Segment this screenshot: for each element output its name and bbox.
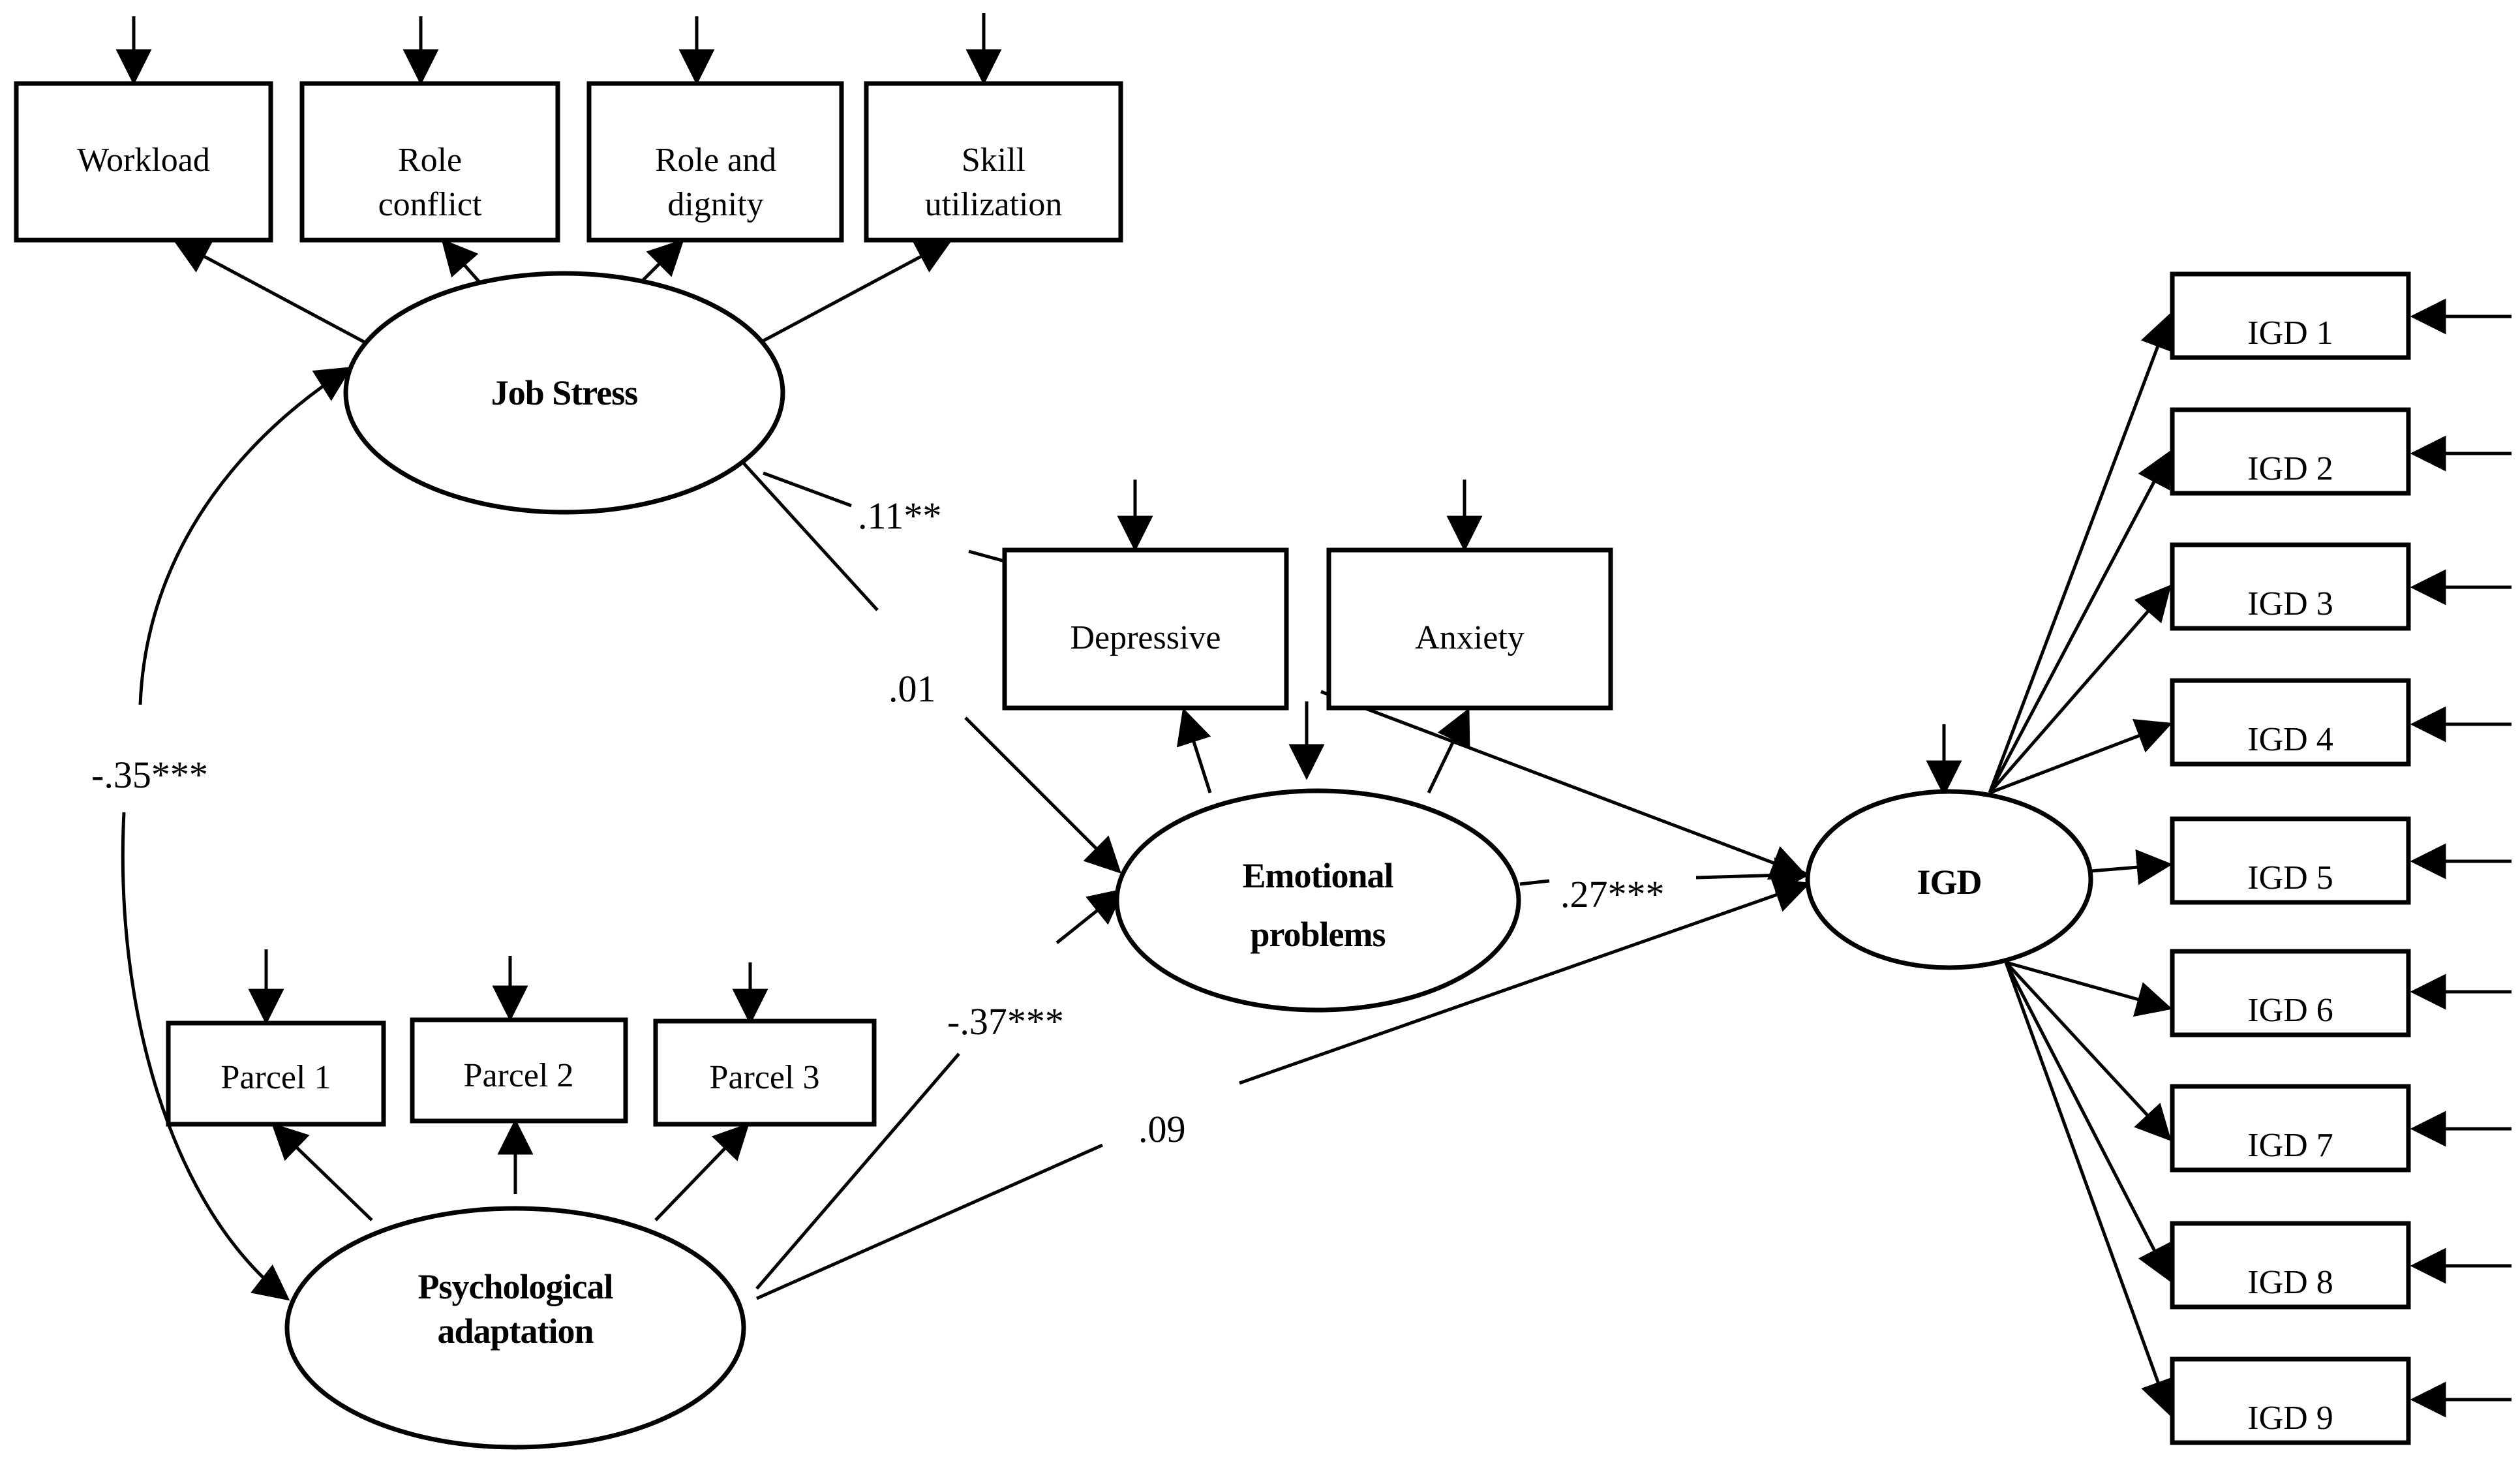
covariance-arc-lower <box>121 812 290 1301</box>
loading-igd-2 <box>1988 450 2171 794</box>
igd-loadings <box>1988 313 2175 1417</box>
path-js-igd-seg2 <box>968 549 1005 563</box>
indicator-igd-5: IGD 5 <box>2170 816 2411 905</box>
loading-igd-4 <box>1989 718 2173 795</box>
loading-parcel-3 <box>654 1123 750 1221</box>
indicator-igd-9-label: IGD 9 <box>2247 1400 2333 1437</box>
latent-emotional-problems-line-1: Emotional <box>1242 856 1393 895</box>
job-stress-indicators: Workload Role conflict Role and dignity … <box>14 81 1123 243</box>
indicator-parcel-1: Parcel 1 <box>166 1020 386 1127</box>
structural-paths <box>121 367 1811 1301</box>
indicator-igd-2: IGD 2 <box>2170 407 2411 496</box>
path-psy-emo-seg1 <box>755 1052 960 1290</box>
coef-js-igd: .11** <box>858 495 941 537</box>
igd-indicators: IGD 1 IGD 2 IGD 3 IGD 4 IGD 5 IGD 6 IGD … <box>2170 271 2411 1445</box>
indicator-parcel-2: Parcel 2 <box>410 1017 628 1124</box>
indicator-igd-9: IGD 9 <box>2170 1357 2411 1445</box>
loading-igd-6 <box>2005 960 2173 1017</box>
indicator-igd-8-label: IGD 8 <box>2247 1264 2333 1301</box>
coef-js-psy-covariance: -.35*** <box>91 754 208 796</box>
indicator-parcel-1-label: Parcel 1 <box>221 1059 331 1096</box>
path-js-emo-seg1 <box>742 462 879 611</box>
indicator-role-conflict-line-2: conflict <box>378 186 482 223</box>
indicator-igd-3-label: IGD 3 <box>2247 585 2333 622</box>
indicator-igd-7-label: IGD 7 <box>2247 1127 2333 1164</box>
indicator-igd-2-label: IGD 2 <box>2247 450 2333 487</box>
indicator-role-conflict-line-1: Role <box>398 142 462 179</box>
indicator-role-dignity-line-1: Role and <box>655 142 776 179</box>
latent-psychological-adaptation-line-2: adaptation <box>437 1311 594 1351</box>
loading-igd-8 <box>2004 961 2171 1282</box>
indicator-depressive: Depressive <box>1002 547 1289 711</box>
latent-psychological-adaptation-line-1: Psychological <box>418 1267 614 1306</box>
indicator-igd-1-label: IGD 1 <box>2247 314 2333 352</box>
indicator-anxiety: Anxiety <box>1326 547 1613 711</box>
covariance-arc-upper <box>138 367 352 705</box>
path-psy-emo-seg2 <box>1055 888 1125 944</box>
loading-workload <box>173 239 367 345</box>
indicator-igd-7: IGD 7 <box>2170 1084 2411 1173</box>
loading-igd-3 <box>1988 584 2172 794</box>
indicator-role-conflict: Role conflict <box>299 81 560 243</box>
loading-parcel-1 <box>271 1123 373 1221</box>
indicator-parcel-3: Parcel 3 <box>653 1019 877 1127</box>
latent-emotional-problems-line-2: problems <box>1250 915 1385 954</box>
loading-depressive <box>1176 707 1212 793</box>
indicator-workload: Workload <box>14 81 273 243</box>
latent-job-stress: Job Stress <box>343 271 785 515</box>
psych-loadings <box>271 1118 750 1221</box>
indicator-igd-8: IGD 8 <box>2170 1221 2411 1310</box>
error-arrows <box>115 13 2512 1418</box>
loading-igd-5 <box>2090 849 2173 885</box>
latent-igd: IGD <box>1805 789 2093 970</box>
path-psy-igd-seg2 <box>1239 878 1811 1085</box>
path-js-igd-seg3 <box>1320 690 1808 880</box>
loading-anxiety <box>1427 708 1470 794</box>
indicator-skill-utilization-line-1: Skill <box>962 142 1025 179</box>
path-js-igd-seg1 <box>763 471 852 508</box>
indicator-role-dignity-line-2: dignity <box>667 186 763 223</box>
path-psy-igd-seg1 <box>755 1143 1104 1300</box>
indicator-igd-1: IGD 1 <box>2170 271 2411 360</box>
indicator-role-dignity: Role and dignity <box>586 81 844 243</box>
loading-igd-9 <box>2004 962 2175 1417</box>
coef-psy-igd: .09 <box>1138 1108 1186 1150</box>
latent-job-stress-label: Job Stress <box>491 373 638 412</box>
emotional-loadings <box>1176 707 1470 794</box>
coef-psy-emo: -.37*** <box>947 1000 1064 1043</box>
path-emo-igd-seg1 <box>1519 879 1550 886</box>
indicator-igd-4: IGD 4 <box>2170 678 2411 767</box>
emotional-indicators: Depressive Anxiety <box>1002 547 1613 711</box>
indicator-igd-3: IGD 3 <box>2170 542 2411 631</box>
indicator-igd-5-label: IGD 5 <box>2247 859 2333 897</box>
path-emo-igd-seg2 <box>1695 857 1811 893</box>
loading-igd-7 <box>2005 961 2172 1142</box>
indicator-parcel-2-label: Parcel 2 <box>464 1057 574 1094</box>
indicator-anxiety-label: Anxiety <box>1415 619 1525 656</box>
indicator-skill-utilization-line-2: utilization <box>925 186 1063 223</box>
coef-js-emo: .01 <box>888 667 936 710</box>
loading-skill-utilization <box>759 239 952 345</box>
indicator-igd-4-label: IGD 4 <box>2247 721 2333 758</box>
path-coefficients: .11** .01 -.35*** -.37*** .27*** .09 <box>91 495 1665 1150</box>
indicator-parcel-3-label: Parcel 3 <box>710 1059 820 1096</box>
indicator-igd-6: IGD 6 <box>2170 949 2411 1037</box>
latent-psychological-adaptation: Psychological adaptation <box>284 1206 746 1450</box>
indicator-skill-utilization: Skill utilization <box>864 81 1123 243</box>
loading-igd-1 <box>1988 313 2175 793</box>
latent-emotional-problems: Emotional problems <box>1114 788 1521 1013</box>
indicator-workload-label: Workload <box>77 142 210 179</box>
path-js-emo-seg2 <box>964 716 1121 874</box>
coef-emo-igd: .27*** <box>1560 873 1665 915</box>
latent-igd-label: IGD <box>1917 863 1981 902</box>
indicator-depressive-label: Depressive <box>1070 619 1221 656</box>
indicator-igd-6-label: IGD 6 <box>2247 992 2333 1029</box>
psych-indicators: Parcel 1 Parcel 2 Parcel 3 <box>166 1017 877 1127</box>
